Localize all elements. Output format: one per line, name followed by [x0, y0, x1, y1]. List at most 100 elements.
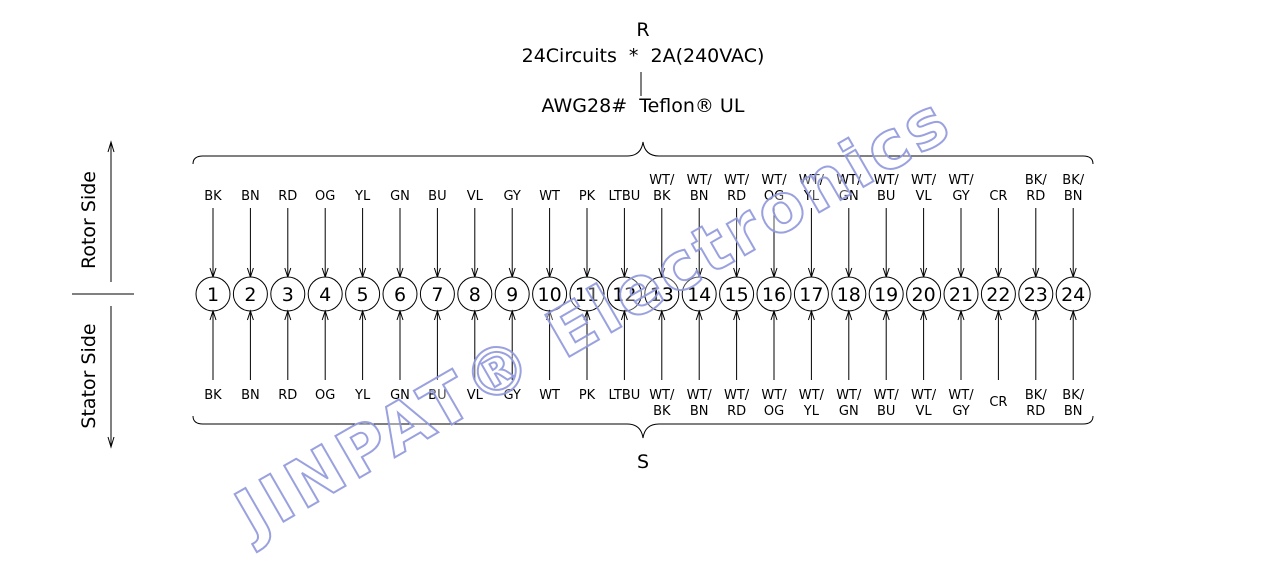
stator-arrowhead — [1032, 309, 1040, 321]
rotor-wire-label: GN — [839, 189, 859, 204]
rotor-wire-label: BK/ — [1062, 173, 1084, 188]
stator-arrowhead — [471, 309, 479, 321]
rotor-wire-label: BK/ — [1025, 173, 1047, 188]
rotor-wire-label: GN — [390, 189, 410, 204]
rotor-wire-label: GY — [952, 189, 969, 204]
rotor-wire-label: OG — [764, 189, 784, 204]
stator-wire-label: WT/ — [761, 388, 787, 403]
stator-arrowhead — [209, 309, 217, 321]
stator-arrowhead — [994, 309, 1002, 321]
stator-wire-label: BN — [241, 388, 260, 403]
stator-arrowhead — [359, 309, 367, 321]
stator-wire-label: WT/ — [687, 388, 713, 403]
rotor-side-label: Rotor Side — [78, 171, 100, 269]
rotor-wire-label: BU — [428, 189, 446, 204]
stator-wire-label: WT/ — [911, 388, 937, 403]
circuit-array: BK1BKBN2BNRD3RDOG4OGYL5YLGN6GNBU7BUVL8VL… — [195, 173, 1091, 419]
circuit-number: 3 — [282, 284, 294, 306]
rotor-wire-label: YL — [803, 189, 820, 204]
stator-side-indicator: Stator Side — [78, 306, 115, 449]
stator-arrowhead — [321, 309, 329, 321]
stator-wire-label: WT/ — [724, 388, 750, 403]
stator-arrowhead — [246, 309, 254, 321]
rotor-wire-label: BU — [877, 189, 895, 204]
circuit-number: 10 — [538, 284, 562, 306]
rotor-wire-label: RD — [1026, 189, 1045, 204]
rotor-wire-label: RD — [278, 189, 297, 204]
rotor-wire-label: VL — [467, 189, 484, 204]
stator-wire-label: YL — [803, 404, 820, 419]
stator-arrowhead — [620, 309, 628, 321]
stator-arrowhead — [845, 309, 853, 321]
stator-arrowhead — [733, 309, 741, 321]
rotor-wire-label: GY — [504, 189, 521, 204]
circuit-number: 7 — [431, 284, 443, 306]
watermark: JINPAT® Electronics — [220, 80, 965, 555]
stator-arrowhead — [396, 309, 404, 321]
rotor-wire-label: BK — [653, 189, 671, 204]
rotor-wire-label: LTBU — [608, 189, 640, 204]
stator-wire-label: WT/ — [649, 388, 675, 403]
rotor-wire-label: WT/ — [649, 173, 675, 188]
circuit-number: 5 — [357, 284, 369, 306]
rotor-wire-label: RD — [727, 189, 746, 204]
circuit-number: 6 — [394, 284, 406, 306]
rotor-wire-label: YL — [354, 189, 371, 204]
stator-wire-label: BU — [877, 404, 895, 419]
rotor-wire-label: WT/ — [799, 173, 825, 188]
circuit-number: 19 — [874, 284, 898, 306]
circuit-number: 23 — [1024, 284, 1048, 306]
stator-arrowhead — [920, 309, 928, 321]
rotor-wire-label: OG — [315, 189, 335, 204]
circuit-number: 24 — [1061, 284, 1085, 306]
circuit-number: 14 — [687, 284, 711, 306]
circuit-number: 15 — [725, 284, 749, 306]
stator-brace — [192, 415, 1094, 439]
rotor-wire-label: PK — [579, 189, 596, 204]
circuit-number: 12 — [612, 284, 636, 306]
rotor-side-indicator: Rotor Side — [78, 140, 115, 282]
circuit-number: 8 — [469, 284, 481, 306]
stator-wire-label: RD — [278, 388, 297, 403]
circuit-number: 2 — [244, 284, 256, 306]
rotor-wire-label: WT/ — [836, 173, 862, 188]
circuit-number: 18 — [837, 284, 861, 306]
stator-arrowhead — [807, 309, 815, 321]
circuit-number: 9 — [506, 284, 518, 306]
stator-wire-label: VL — [467, 388, 484, 403]
stator-arrowhead — [1069, 309, 1077, 321]
stator-wire-label: BK — [653, 404, 671, 419]
stator-wire-label: OG — [315, 388, 335, 403]
stator-arrowhead — [882, 309, 890, 321]
circuit-number: 1 — [207, 284, 219, 306]
circuit-number: 16 — [762, 284, 786, 306]
stator-wire-label: PK — [579, 388, 596, 403]
stator-wire-label: BN — [1064, 404, 1083, 419]
wire-line: AWG28# Teflon® UL — [542, 95, 745, 117]
rotor-wire-label: CR — [989, 189, 1007, 204]
rotor-wire-label: WT/ — [948, 173, 974, 188]
stator-wire-label: WT/ — [836, 388, 862, 403]
rotor-wire-label: WT — [539, 189, 560, 204]
stator-wire-label: GY — [952, 404, 969, 419]
circuit-number: 13 — [650, 284, 674, 306]
stator-wire-label: WT/ — [948, 388, 974, 403]
stator-wire-label: WT/ — [799, 388, 825, 403]
stator-arrowhead — [546, 309, 554, 321]
stator-arrowhead — [583, 309, 591, 321]
